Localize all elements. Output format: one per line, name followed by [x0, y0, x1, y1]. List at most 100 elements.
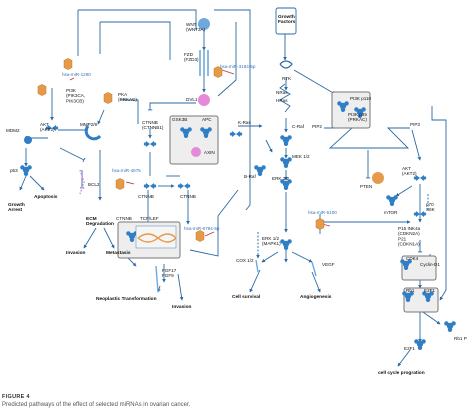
label-rb1p: Rb1 P: [454, 336, 467, 341]
outcome-invasion-2: Invasion: [172, 304, 192, 310]
braf-icon: [254, 165, 266, 176]
label-mir-5100: hsa-miR-5100: [308, 210, 337, 215]
label-akt-right: AKT(AKT2): [402, 166, 417, 176]
label-erk-low: ERK 1/2(MAPK1): [262, 236, 281, 246]
outcome-neoplastic: Neoplastic Transformation: [96, 296, 157, 302]
label-erk-mid: ERK 1/2: [272, 176, 290, 181]
fzd-receptor-icon: [199, 50, 209, 76]
erk-low-icon: [280, 239, 292, 250]
ctnnb-mid-right-icon: [177, 183, 191, 189]
label-tcf: TCF/LEF: [140, 216, 159, 221]
pi3k-left-hexagon-icon: [37, 84, 47, 96]
outcome-cell-survival: Cell survival: [232, 294, 260, 300]
mir-6784-hexagon-icon: [195, 230, 205, 242]
label-p15: P15 INK4a(CDKN2A)P21(CDKN1A): [398, 226, 421, 247]
label-pten: PTEN: [360, 184, 372, 189]
label-mir-6784: hsa-miR-6784-5p: [184, 226, 220, 231]
label-ctnnb-mid-left: CTNNB: [138, 194, 154, 199]
label-cdk4: CDK4: [406, 256, 419, 261]
rb1p-icon: [444, 321, 456, 332]
outcome-apoptosis: Apoptosis: [34, 194, 58, 200]
label-bcl2: BCL2: [88, 182, 100, 187]
label-cox: COX 1/2: [236, 258, 254, 263]
cox-icon: [255, 259, 259, 273]
fgf-icon: [155, 265, 159, 293]
growth-factors-box: [275, 7, 297, 35]
craf-icon: [280, 135, 292, 146]
label-cyclin: Cyclin-D1: [420, 262, 440, 267]
label-hras: HRas: [276, 98, 288, 103]
outcome-metastasis: Metastasis: [106, 250, 131, 256]
label-fzd: FZD(FZD3): [184, 52, 199, 62]
mirna-labels: hsa-miR-1290 hsa-miR-3184-5p hsa-miR-467…: [62, 64, 337, 231]
label-e2f1-free: E2F1: [404, 346, 415, 351]
label-mir-4675: hsa-miR-4675: [112, 168, 141, 173]
label-kras: K-Ras: [238, 120, 251, 125]
label-vegf: VEGF: [322, 262, 335, 267]
pathway-edges: [19, 9, 447, 367]
kras-icon: [229, 131, 243, 137]
mdm2-icon: [24, 136, 32, 144]
pi3k-right-box: [331, 91, 371, 129]
label-akt-left: AKT(AKT2): [40, 122, 55, 132]
label-e2f1: E2F1: [424, 288, 435, 293]
mek-icon: [280, 157, 292, 168]
label-pi3k-right-sub: PI3K p85(PRKAC): [348, 112, 367, 122]
axin-icon: [191, 147, 201, 157]
mmp-icon: [84, 125, 102, 141]
vegf-icon: [311, 261, 317, 277]
ctnnb-top-icon: [143, 141, 157, 147]
figure-label: FIGURE 4: [2, 394, 30, 400]
label-ctnnb-lower: CTNNB: [116, 216, 132, 221]
label-pip2: PIP2: [312, 124, 322, 129]
label-pka: PKA(PRKAC): [118, 92, 137, 102]
pka-hexagon-icon: [103, 92, 113, 104]
label-braf: B-Raf: [244, 174, 256, 179]
bcl2-icon: [79, 169, 85, 195]
label-ctnnb-top: CTNNB(CTNNB1): [142, 120, 164, 130]
wnt-ligand-icon: [198, 18, 210, 30]
label-apc: APC: [202, 117, 212, 122]
label-wnt: WNT(WNT3A): [186, 22, 206, 32]
figure-caption: Predicted pathways of the effect of sele…: [2, 402, 191, 408]
label-pi3k-right: PI3K p110: [350, 96, 372, 101]
label-gsk3b: GSK3B: [172, 117, 187, 122]
label-nras: NRas: [276, 90, 288, 95]
mir-1290-hexagon-icon: [63, 58, 73, 70]
label-craf: C-Raf: [292, 124, 305, 129]
outcome-angiogenesis: Angiogenesis: [300, 294, 332, 300]
p53-icon: [20, 165, 32, 176]
label-axin: AXIN: [204, 150, 215, 155]
label-mek: MEK 1/2: [292, 154, 310, 159]
mtor-icon: [386, 195, 398, 206]
ctnnb-mid-left-icon: [143, 183, 157, 189]
e2f1-free-icon: [414, 339, 426, 350]
pten-icon: [372, 172, 384, 184]
outcome-cell-cycle: cell cycle progration: [378, 370, 425, 376]
mir-4675-hexagon-icon: [115, 178, 125, 190]
outcome-invasion-1: Invasion: [66, 250, 86, 256]
label-pi3k-left: PI3K(PIK3CA,PIK3CB): [66, 88, 85, 103]
rtk-receptor-icon: [279, 60, 293, 69]
label-dvl: DVL1: [186, 97, 198, 102]
label-mdm2: MDM2: [6, 128, 20, 133]
label-mir-1290: hsa-miR-1290: [62, 72, 91, 77]
protein-icons: [20, 18, 456, 350]
label-mir-3184: hsa-miR-3184-5p: [220, 64, 256, 69]
label-rtk: RTK: [282, 76, 292, 81]
label-pip3: PIP3: [410, 122, 420, 127]
label-ctnnb-mid-right: CTNNB: [180, 194, 196, 199]
destruction-complex-box: [169, 115, 219, 165]
dvl-icon: [198, 94, 210, 106]
label-mtor: mTOR: [384, 210, 398, 215]
mir-5100-hexagon-icon: [315, 218, 325, 230]
label-mmp: MMP2/9: [80, 122, 98, 127]
